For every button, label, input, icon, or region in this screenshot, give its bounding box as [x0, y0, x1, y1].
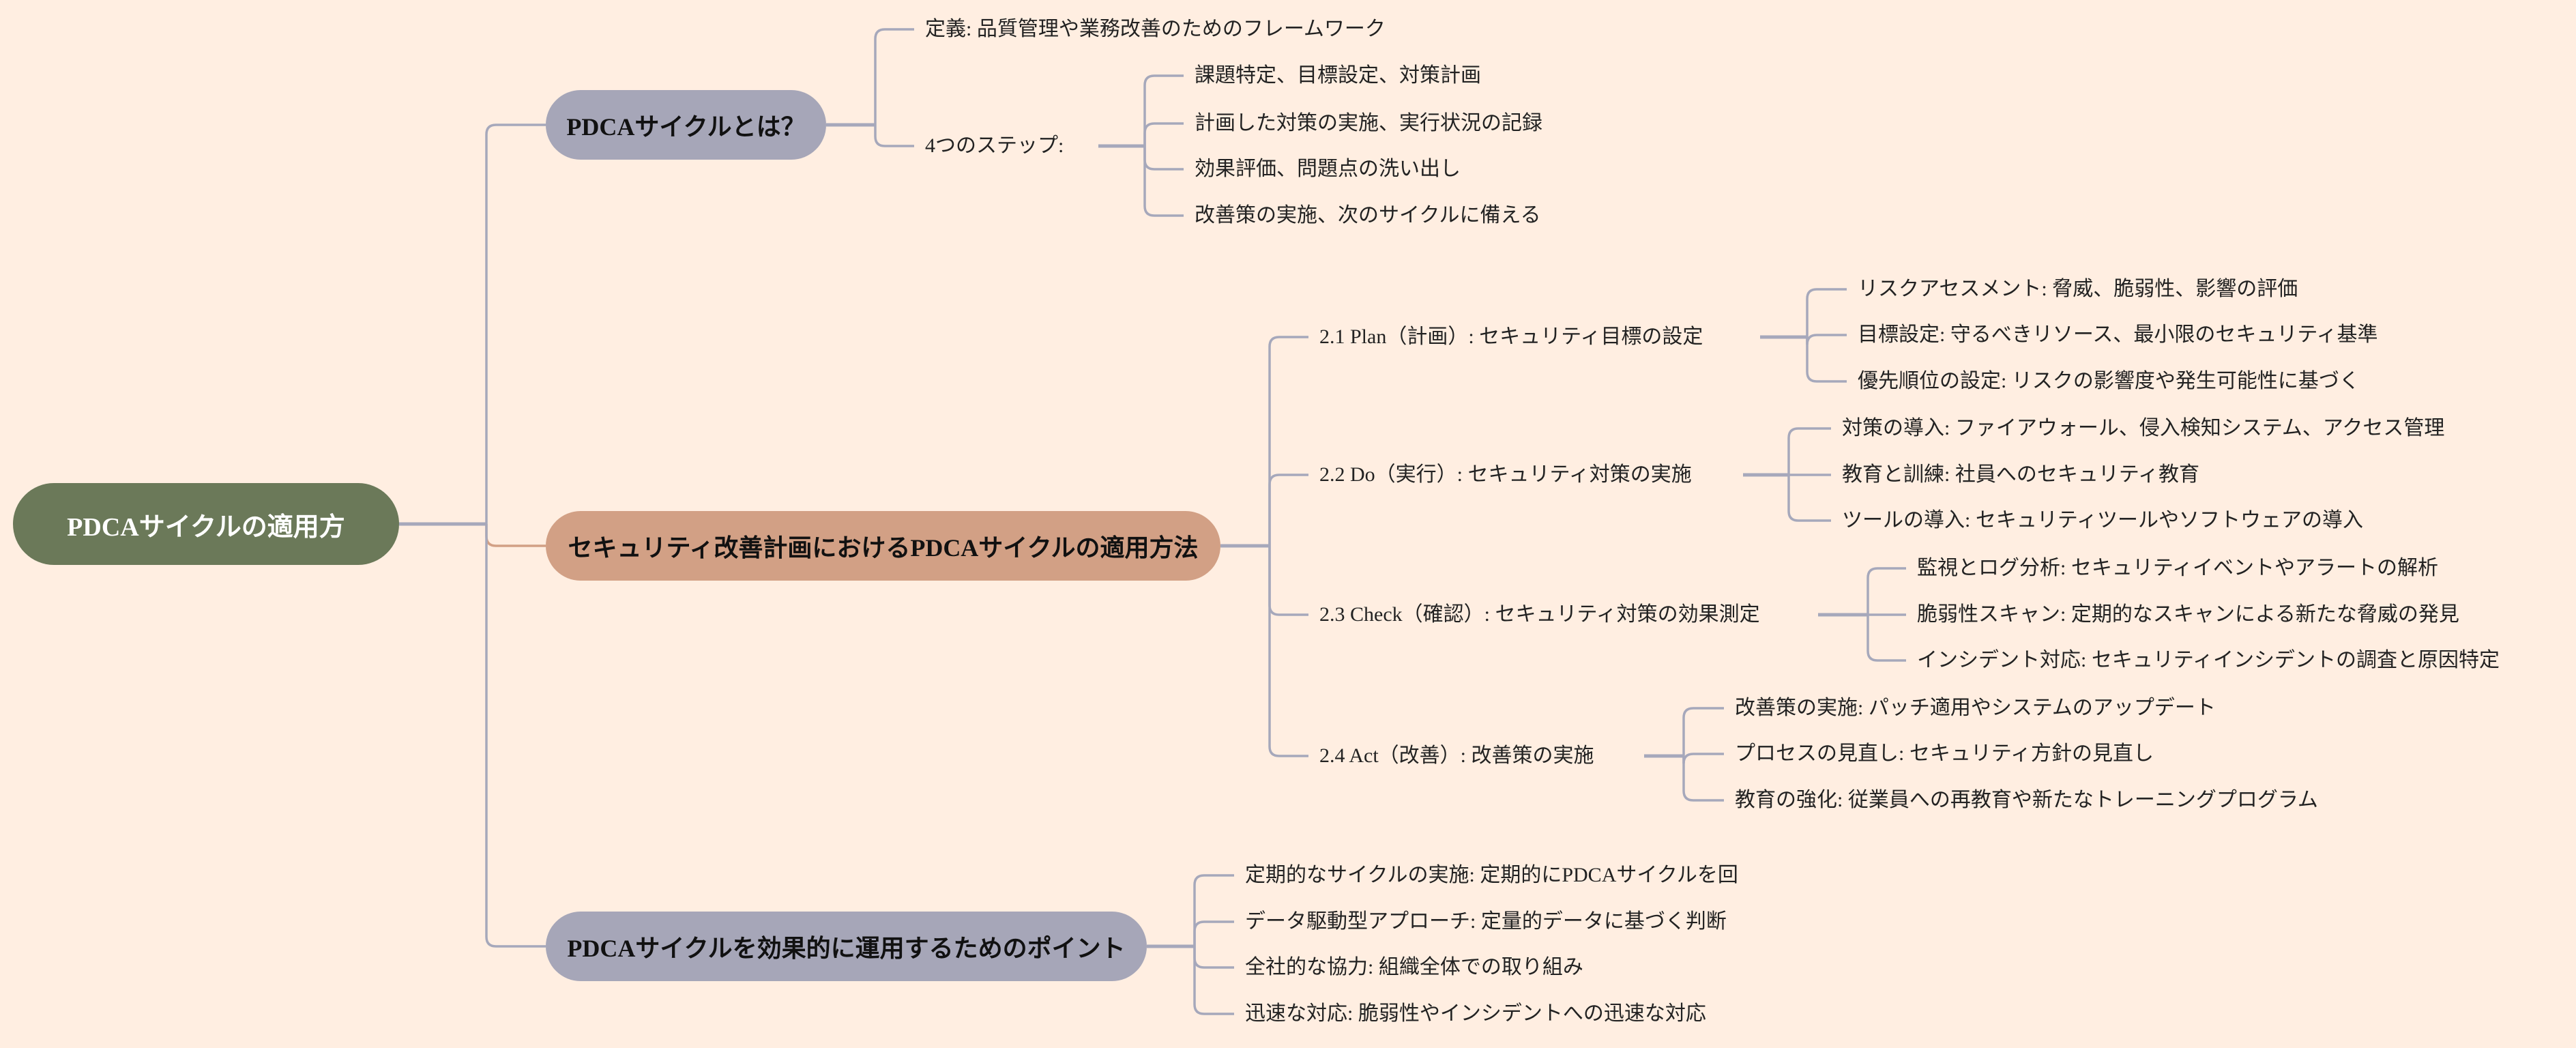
connector-line — [874, 28, 914, 125]
act-item[interactable]: プロセスの見直し: セキュリティ方針の見直し — [1735, 742, 2154, 765]
topic-plan[interactable]: 2.1 Plan（計画）: セキュリティ目標の設定 — [1319, 325, 1703, 348]
check-item[interactable]: 脆弱性スキャン: 定期的なスキャンによる新たな脅威の発見 — [1917, 603, 2459, 626]
connector-line — [1268, 474, 1308, 546]
connector-line — [1193, 874, 1234, 946]
connector-line — [874, 125, 914, 147]
connector-line — [1787, 475, 1831, 522]
connector-line — [1682, 756, 1724, 802]
plan-item[interactable]: 優先順位の設定: リスクの影響度や発生可能性に基づく — [1858, 370, 2360, 392]
point-item[interactable]: データ駆動型アプローチ: 定量的データに基づく判断 — [1245, 910, 1727, 933]
plan-item[interactable]: 目標設定: 守るべきリソース、最小限のセキュリティ基準 — [1858, 323, 2378, 346]
connector-line — [1806, 337, 1847, 383]
act-item[interactable]: 教育の強化: 従業員への再教育や新たなトレーニングプログラム — [1735, 789, 2318, 811]
plan-item[interactable]: リスクアセスメント: 脅威、脆弱性、影響の評価 — [1858, 278, 2298, 300]
step-item[interactable]: 課題特定、目標設定、対策計画 — [1195, 64, 1481, 87]
topic-do[interactable]: 2.2 Do（実行）: セキュリティ対策の実施 — [1319, 463, 1692, 486]
connector-line — [1143, 74, 1184, 146]
topic-definition[interactable]: 定義: 品質管理や業務改善のためのフレームワーク — [925, 18, 1386, 40]
topic-check[interactable]: 2.3 Check（確認）: セキュリティ対策の効果測定 — [1319, 603, 1760, 626]
connector-line — [1143, 146, 1184, 171]
branch-node-pdca-definition[interactable]: PDCAサイクルとは？ — [546, 90, 826, 160]
do-item[interactable]: 教育と訓練: 社員へのセキュリティ教育 — [1842, 463, 2200, 486]
connector-line — [1268, 546, 1308, 757]
point-item[interactable]: 定期的なサイクルの実施: 定期的にPDCAサイクルを回 — [1245, 864, 1738, 886]
point-item[interactable]: 迅速な対応: 脆弱性やインシデントへの迅速な対応 — [1245, 1002, 1706, 1025]
connector-line — [1143, 122, 1184, 146]
step-item[interactable]: 改善策の実施、次のサイクルに備える — [1195, 204, 1541, 227]
connector-line — [485, 123, 546, 524]
connector-line — [1143, 146, 1184, 217]
connector-line — [1787, 427, 1831, 475]
connector-line — [1193, 946, 1234, 1015]
topic-four-steps[interactable]: 4つのステップ: — [925, 134, 1064, 157]
branch-node-operation-points[interactable]: PDCAサイクルを効果的に運用するためのポイント — [546, 912, 1147, 981]
connector-line — [1682, 707, 1724, 756]
connector-line — [1268, 546, 1308, 616]
root-node[interactable]: PDCAサイクルの適用方 — [13, 483, 399, 565]
topic-act[interactable]: 2.4 Act（改善）: 改善策の実施 — [1319, 744, 1594, 767]
step-item[interactable]: 効果評価、問題点の洗い出し — [1195, 158, 1461, 180]
act-item[interactable]: 改善策の実施: パッチ適用やシステムのアップデート — [1735, 697, 2216, 719]
connector-line — [1193, 946, 1234, 969]
check-item[interactable]: インシデント対応: セキュリティインシデントの調査と原因特定 — [1917, 649, 2500, 671]
step-item[interactable]: 計画した対策の実施、実行状況の記録 — [1195, 112, 1542, 134]
branch-node-security-application[interactable]: セキュリティ改善計画におけるPDCAサイクルの適用方法 — [546, 511, 1220, 581]
connector-line — [1806, 334, 1847, 345]
do-item[interactable]: 対策の導入: ファイアウォール、侵入検知システム、アクセス管理 — [1842, 417, 2445, 439]
connector-line — [1682, 753, 1724, 764]
connector-line — [1867, 615, 1906, 662]
do-item[interactable]: ツールの導入: セキュリティツールやソフトウェアの導入 — [1842, 509, 2364, 532]
point-item[interactable]: 全社的な協力: 組織全体での取り組み — [1245, 956, 1583, 978]
connector-line — [485, 524, 546, 547]
connector-line — [1193, 920, 1234, 946]
connector-line — [485, 524, 546, 948]
connector-line — [1268, 336, 1308, 546]
connector-line — [1806, 288, 1847, 337]
check-item[interactable]: 監視とログ分析: セキュリティイベントやアラートの解析 — [1917, 557, 2439, 579]
connector-line — [1867, 567, 1906, 615]
